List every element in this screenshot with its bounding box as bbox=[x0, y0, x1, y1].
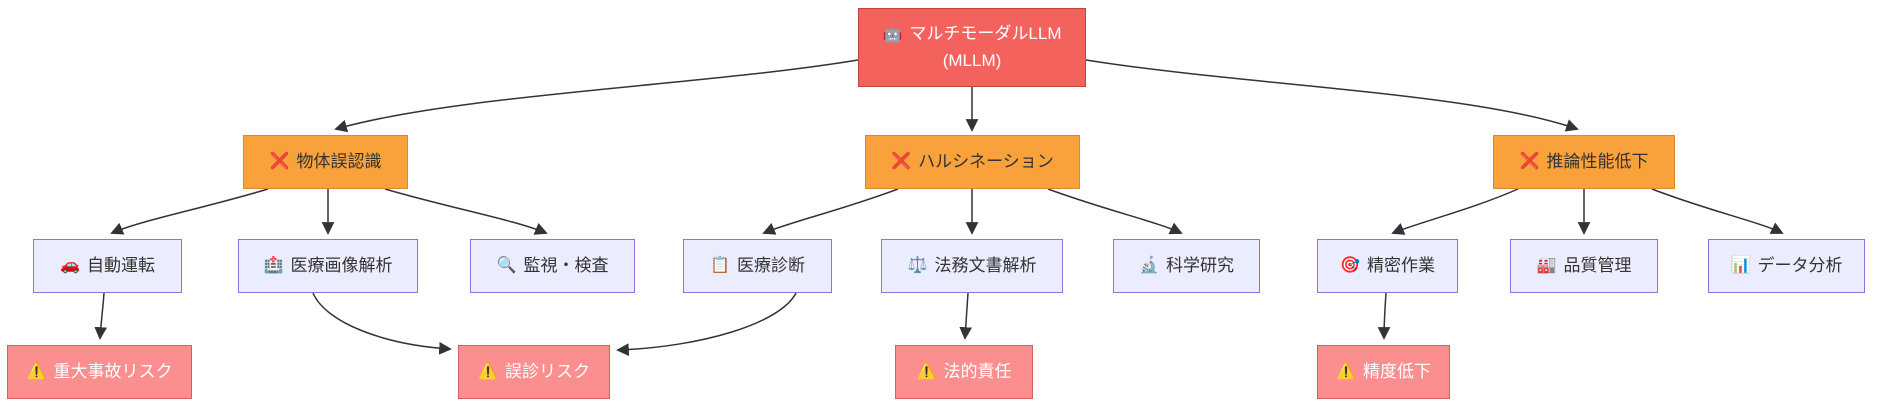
node-data-analysis-label: データ分析 bbox=[1757, 255, 1843, 275]
magnifying-glass-icon: 🔍 bbox=[496, 257, 517, 275]
warning-icon: ⚠️ bbox=[916, 363, 937, 381]
node-hallucination: ❌ ハルシネーション bbox=[865, 135, 1080, 189]
cross-mark-icon: ❌ bbox=[891, 153, 912, 171]
node-scientific-research-label: 科学研究 bbox=[1165, 255, 1234, 275]
clipboard-icon: 📋 bbox=[710, 257, 730, 275]
edge-object-misrecognition-to-autonomous-driving bbox=[110, 188, 269, 235]
node-legal-documents: ⚖️ 法務文書解析 bbox=[881, 239, 1063, 293]
node-object-misrecognition: ❌ 物体誤認識 bbox=[243, 135, 408, 189]
node-autonomous-driving-label: 自動運転 bbox=[86, 255, 155, 275]
node-data-analysis: 📊 データ分析 bbox=[1708, 239, 1865, 293]
node-autonomous-driving: 🚗 自動運転 bbox=[33, 239, 182, 293]
node-quality-control-label: 品質管理 bbox=[1563, 255, 1632, 275]
edge-object-misrecognition-to-surveillance bbox=[384, 188, 548, 235]
warning-icon: ⚠️ bbox=[1336, 363, 1356, 381]
edge-hallucination-to-scientific-research bbox=[1047, 188, 1183, 235]
node-precision-work: 🎯 精密作業 bbox=[1317, 239, 1458, 293]
node-legal-documents-label: 法務文書解析 bbox=[934, 255, 1037, 275]
node-mllm-label2: (MLLM) bbox=[942, 50, 1002, 70]
node-scientific-research: 🔬 科学研究 bbox=[1113, 239, 1260, 293]
node-medical-imaging-label: 医療画像解析 bbox=[290, 255, 393, 275]
node-medical-imaging: 🏥 医療画像解析 bbox=[238, 239, 418, 293]
balance-scale-icon: ⚖️ bbox=[907, 257, 928, 275]
car-icon: 🚗 bbox=[60, 257, 80, 275]
warning-icon: ⚠️ bbox=[26, 363, 47, 381]
node-misdiagnosis-risk-label: 誤診リスク bbox=[504, 361, 590, 381]
node-hallucination-label: ハルシネーション bbox=[918, 151, 1054, 171]
node-medical-diagnosis-label: 医療診断 bbox=[736, 255, 805, 275]
node-accuracy-degradation: ⚠️ 精度低下 bbox=[1317, 345, 1450, 399]
cross-mark-icon: ❌ bbox=[269, 153, 290, 171]
node-reasoning-degradation: ❌ 推論性能低下 bbox=[1493, 135, 1675, 189]
node-misdiagnosis-risk: ⚠️ 誤診リスク bbox=[458, 345, 610, 399]
node-medical-diagnosis: 📋 医療診断 bbox=[683, 239, 832, 293]
edge-reasoning-degradation-to-data-analysis bbox=[1651, 188, 1784, 234]
target-icon: 🎯 bbox=[1340, 257, 1360, 275]
edge-reasoning-degradation-to-precision-work bbox=[1391, 188, 1519, 235]
node-accident-risk: ⚠️ 重大事故リスク bbox=[7, 345, 192, 399]
edge-mllm-to-reasoning-degradation bbox=[1085, 59, 1579, 132]
node-legal-liability-label: 法的責任 bbox=[943, 361, 1012, 381]
edge-autonomous-driving-to-accident-risk bbox=[94, 292, 108, 340]
edge-mllm-to-object-misrecognition bbox=[334, 59, 859, 133]
node-mllm-line1: 🤖 マルチモーダルLLM bbox=[883, 22, 1062, 47]
cross-mark-icon: ❌ bbox=[1519, 153, 1540, 171]
edge-hallucination-to-medical-diagnosis bbox=[762, 188, 899, 235]
robot-icon: 🤖 bbox=[882, 25, 903, 43]
node-surveillance: 🔍 監視・検査 bbox=[470, 239, 635, 293]
edge-medical-diagnosis-to-misdiagnosis-risk bbox=[616, 292, 797, 356]
edge-precision-work-to-accuracy-degradation bbox=[1377, 292, 1391, 340]
edge-legal-documents-to-legal-liability bbox=[959, 292, 973, 340]
node-quality-control: 🏭 品質管理 bbox=[1510, 239, 1658, 293]
node-legal-liability: ⚠️ 法的責任 bbox=[895, 345, 1033, 399]
node-reasoning-degradation-label: 推論性能低下 bbox=[1546, 151, 1649, 171]
hospital-icon: 🏥 bbox=[263, 257, 284, 275]
node-mllm: 🤖 マルチモーダルLLM (MLLM) bbox=[858, 8, 1086, 87]
node-mllm-label: マルチモーダルLLM bbox=[909, 23, 1062, 43]
node-object-misrecognition-label: 物体誤認識 bbox=[296, 151, 382, 171]
warning-icon: ⚠️ bbox=[478, 363, 498, 381]
node-accident-risk-label: 重大事故リスク bbox=[53, 361, 173, 381]
node-accuracy-degradation-label: 精度低下 bbox=[1362, 361, 1431, 381]
factory-icon: 🏭 bbox=[1536, 257, 1557, 275]
microscope-icon: 🔬 bbox=[1139, 257, 1159, 275]
bar-chart-icon: 📊 bbox=[1730, 257, 1751, 275]
edge-medical-imaging-to-misdiagnosis-risk bbox=[312, 292, 452, 355]
node-surveillance-label: 監視・検査 bbox=[523, 255, 609, 275]
node-precision-work-label: 精密作業 bbox=[1366, 255, 1435, 275]
